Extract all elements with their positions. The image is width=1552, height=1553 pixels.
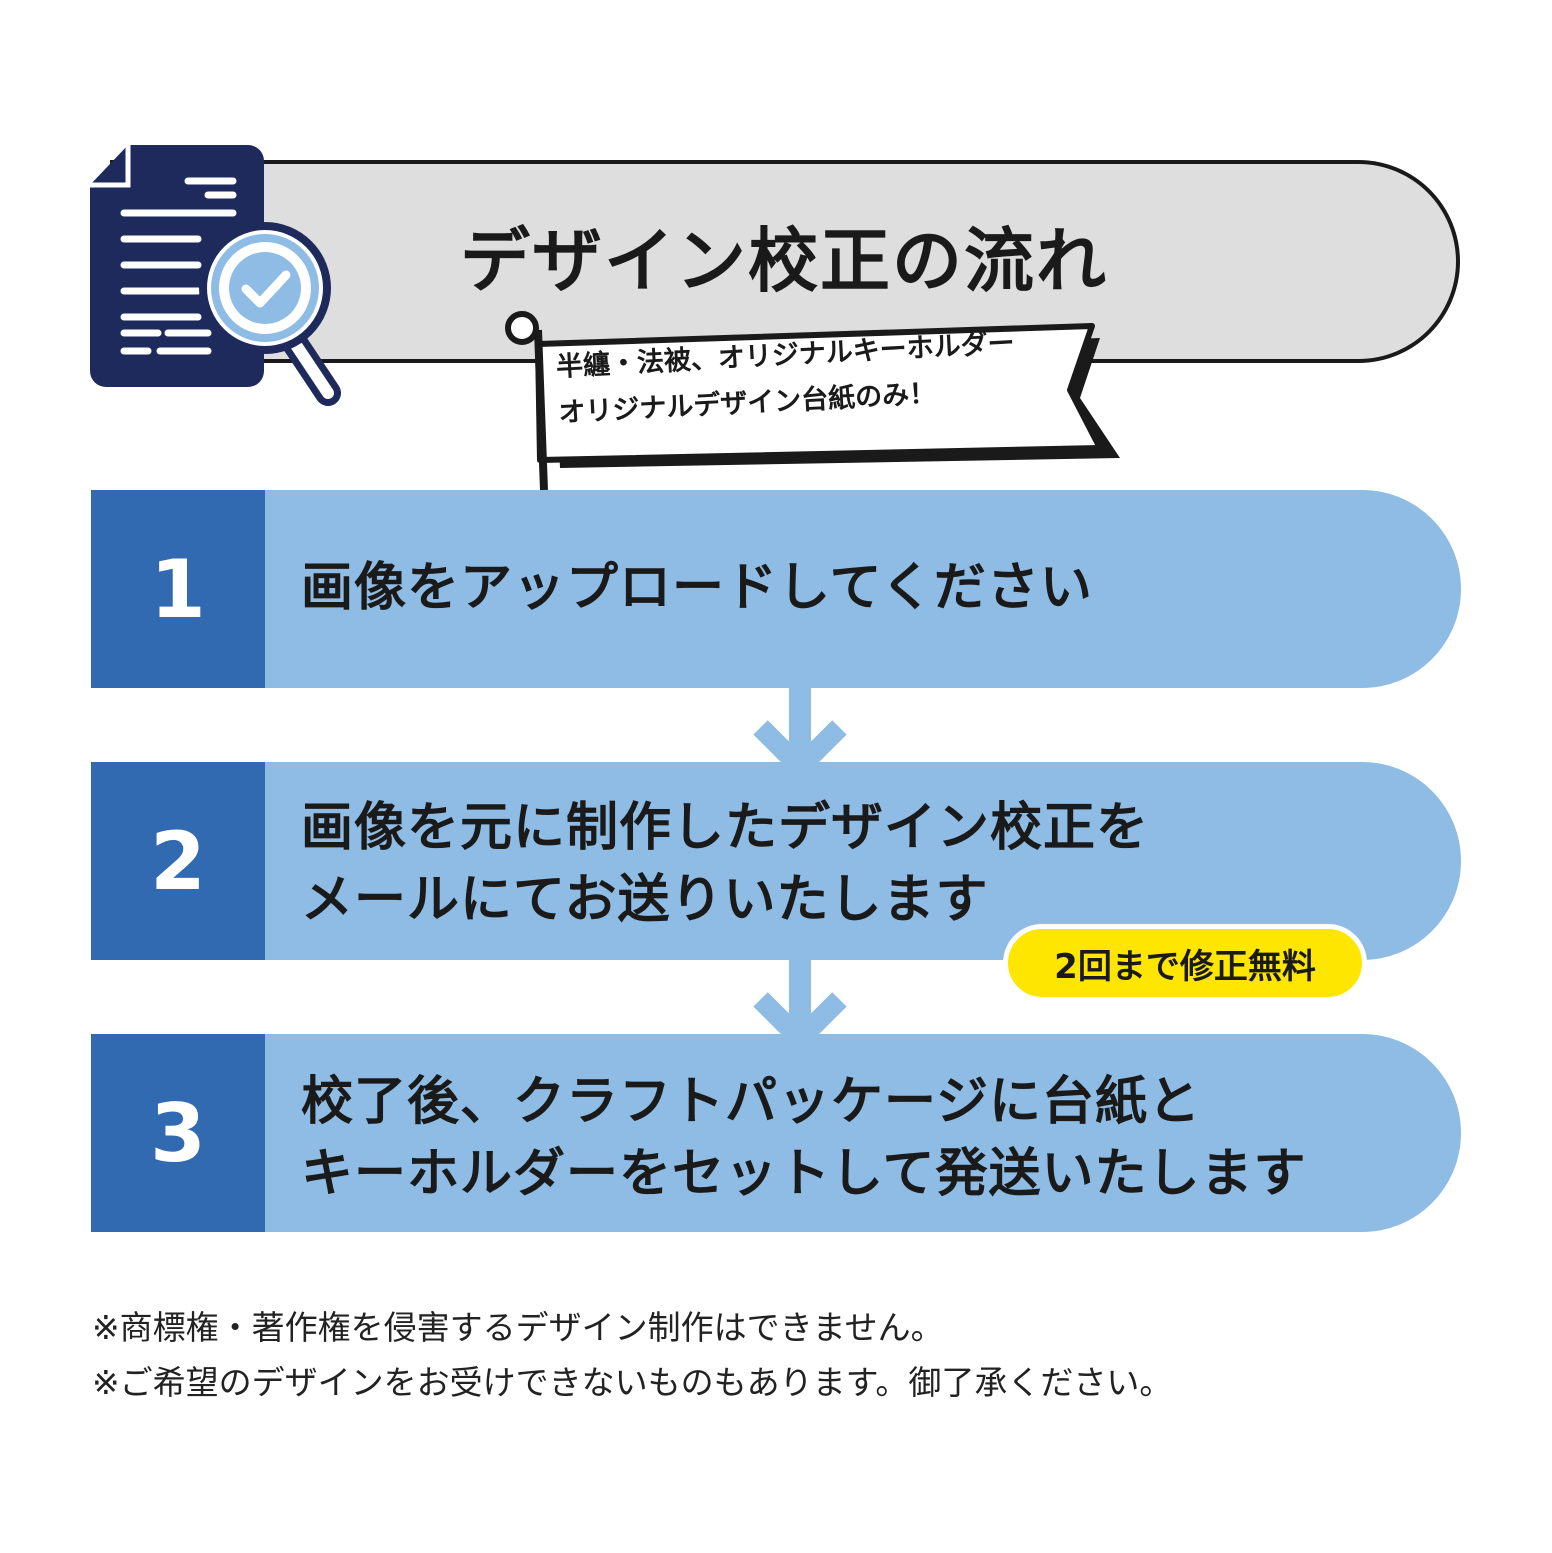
flag-banner (505, 311, 1120, 491)
step-number: 2 (91, 762, 265, 960)
document-search-icon (90, 145, 341, 406)
note-line: ※ご希望のデザインをお受けできないものもあります。御了承ください。 (92, 1363, 1173, 1402)
step-bar (265, 1034, 1461, 1232)
step-1: 1 画像をアップロードしてください (91, 490, 1461, 688)
step-text: 校了後、クラフトパッケージに台紙と キーホルダーをセットして発送いたします (301, 1066, 1306, 1210)
step-text: 画像を元に制作したデザイン校正を メールにてお送りいたします (301, 792, 1149, 936)
step-text-line: 画像をアップロードしてください (301, 558, 1093, 618)
step-text: 画像をアップロードしてください (301, 552, 1093, 624)
notes: ※商標権・著作権を侵害するデザイン制作はできません。 ※ご希望のデザインをお受け… (92, 1300, 1172, 1410)
step-text-line: 画像を元に制作したデザイン校正を (301, 798, 1150, 858)
free-revision-badge: 2回まで修正無料 (1003, 924, 1367, 1002)
step-bar (265, 490, 1461, 688)
title-banner (110, 160, 1460, 363)
step-number: 1 (91, 490, 265, 688)
step-number: 3 (91, 1034, 265, 1232)
step-text-line: キーホルダーをセットして発送いたします (301, 1144, 1307, 1204)
page-title: デザイン校正の流れ (460, 220, 1108, 302)
step-text-line: 校了後、クラフトパッケージに台紙と (301, 1072, 1201, 1132)
step-3: 3 校了後、クラフトパッケージに台紙と キーホルダーをセットして発送いたします (91, 1034, 1461, 1232)
step-text-line: メールにてお送りいたします (301, 870, 989, 930)
note-line: ※商標権・著作権を侵害するデザイン制作はできません。 (92, 1308, 944, 1347)
